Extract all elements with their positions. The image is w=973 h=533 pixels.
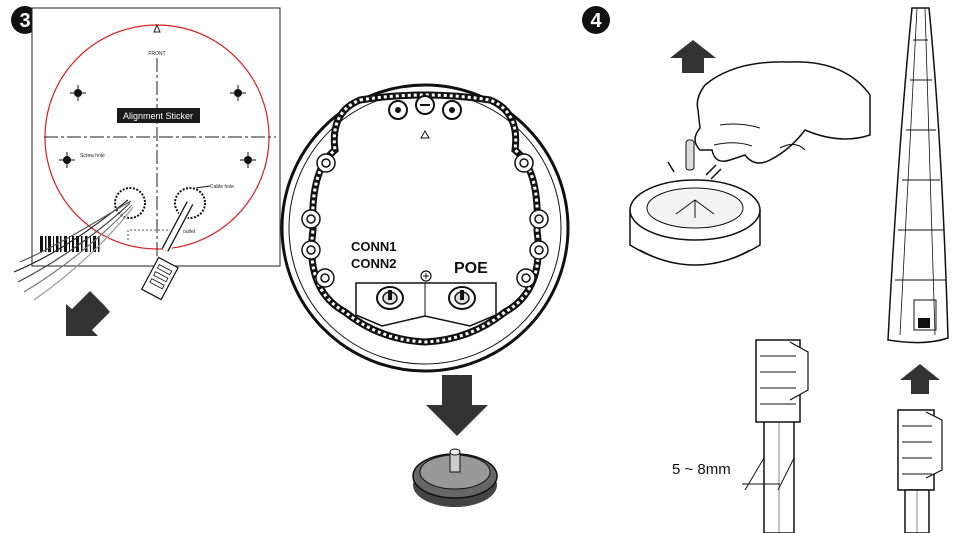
- arrow-down-left-icon: [66, 291, 110, 336]
- front-label: FRONT: [148, 51, 165, 57]
- hand-icon: [667, 61, 871, 180]
- rj45-connector-icon: [140, 256, 179, 301]
- base-screws: [301, 153, 549, 288]
- cable-bundle: [13, 199, 134, 301]
- step3-number: 3: [19, 10, 30, 32]
- arrow-down-icon: [426, 375, 488, 436]
- arrow-up-small-icon: [900, 364, 940, 394]
- outlet-label: outlet: [183, 229, 196, 235]
- cable-grommet: [412, 448, 498, 507]
- screw-hole-icon: [70, 85, 86, 101]
- cable-hole-label: Cable hole: [210, 184, 234, 190]
- camera-base: CONN1 CONN2 POE: [280, 83, 570, 373]
- screw-hole-icon: [59, 152, 75, 168]
- screw-hole-icon: [240, 152, 256, 168]
- stripped-cable: 5 ~ 8mm: [672, 339, 809, 533]
- step4-number: 4: [590, 10, 602, 32]
- cable-sleeve: [887, 7, 949, 344]
- network-cable: [140, 200, 195, 301]
- front-arrow-icon: [153, 23, 161, 33]
- conn1-label: CONN1: [351, 239, 397, 254]
- step4-badge: 4: [582, 6, 610, 34]
- arrow-up-icon: [670, 40, 716, 73]
- grommet-seal: [629, 179, 761, 266]
- alignment-sticker: [117, 108, 200, 123]
- screw-hole-icon: [230, 85, 246, 101]
- poe-label: POE: [454, 260, 488, 277]
- alignment-triangle-icon: [420, 129, 430, 139]
- mounting-template: FRONT Screw hole Alignment Sticker Cable…: [31, 7, 281, 267]
- strip-length-label: 5 ~ 8mm: [672, 461, 731, 478]
- conn-port-icon: [376, 286, 404, 310]
- rj45-plug-assembly: [897, 409, 943, 533]
- conn2-label: CONN2: [351, 256, 397, 271]
- rj45-plug-icon: [755, 339, 809, 423]
- alignment-sticker-label: Alignment Sticker: [123, 111, 193, 121]
- screw-hole-label: Screw hole: [80, 153, 105, 159]
- poe-port-icon: [448, 286, 476, 310]
